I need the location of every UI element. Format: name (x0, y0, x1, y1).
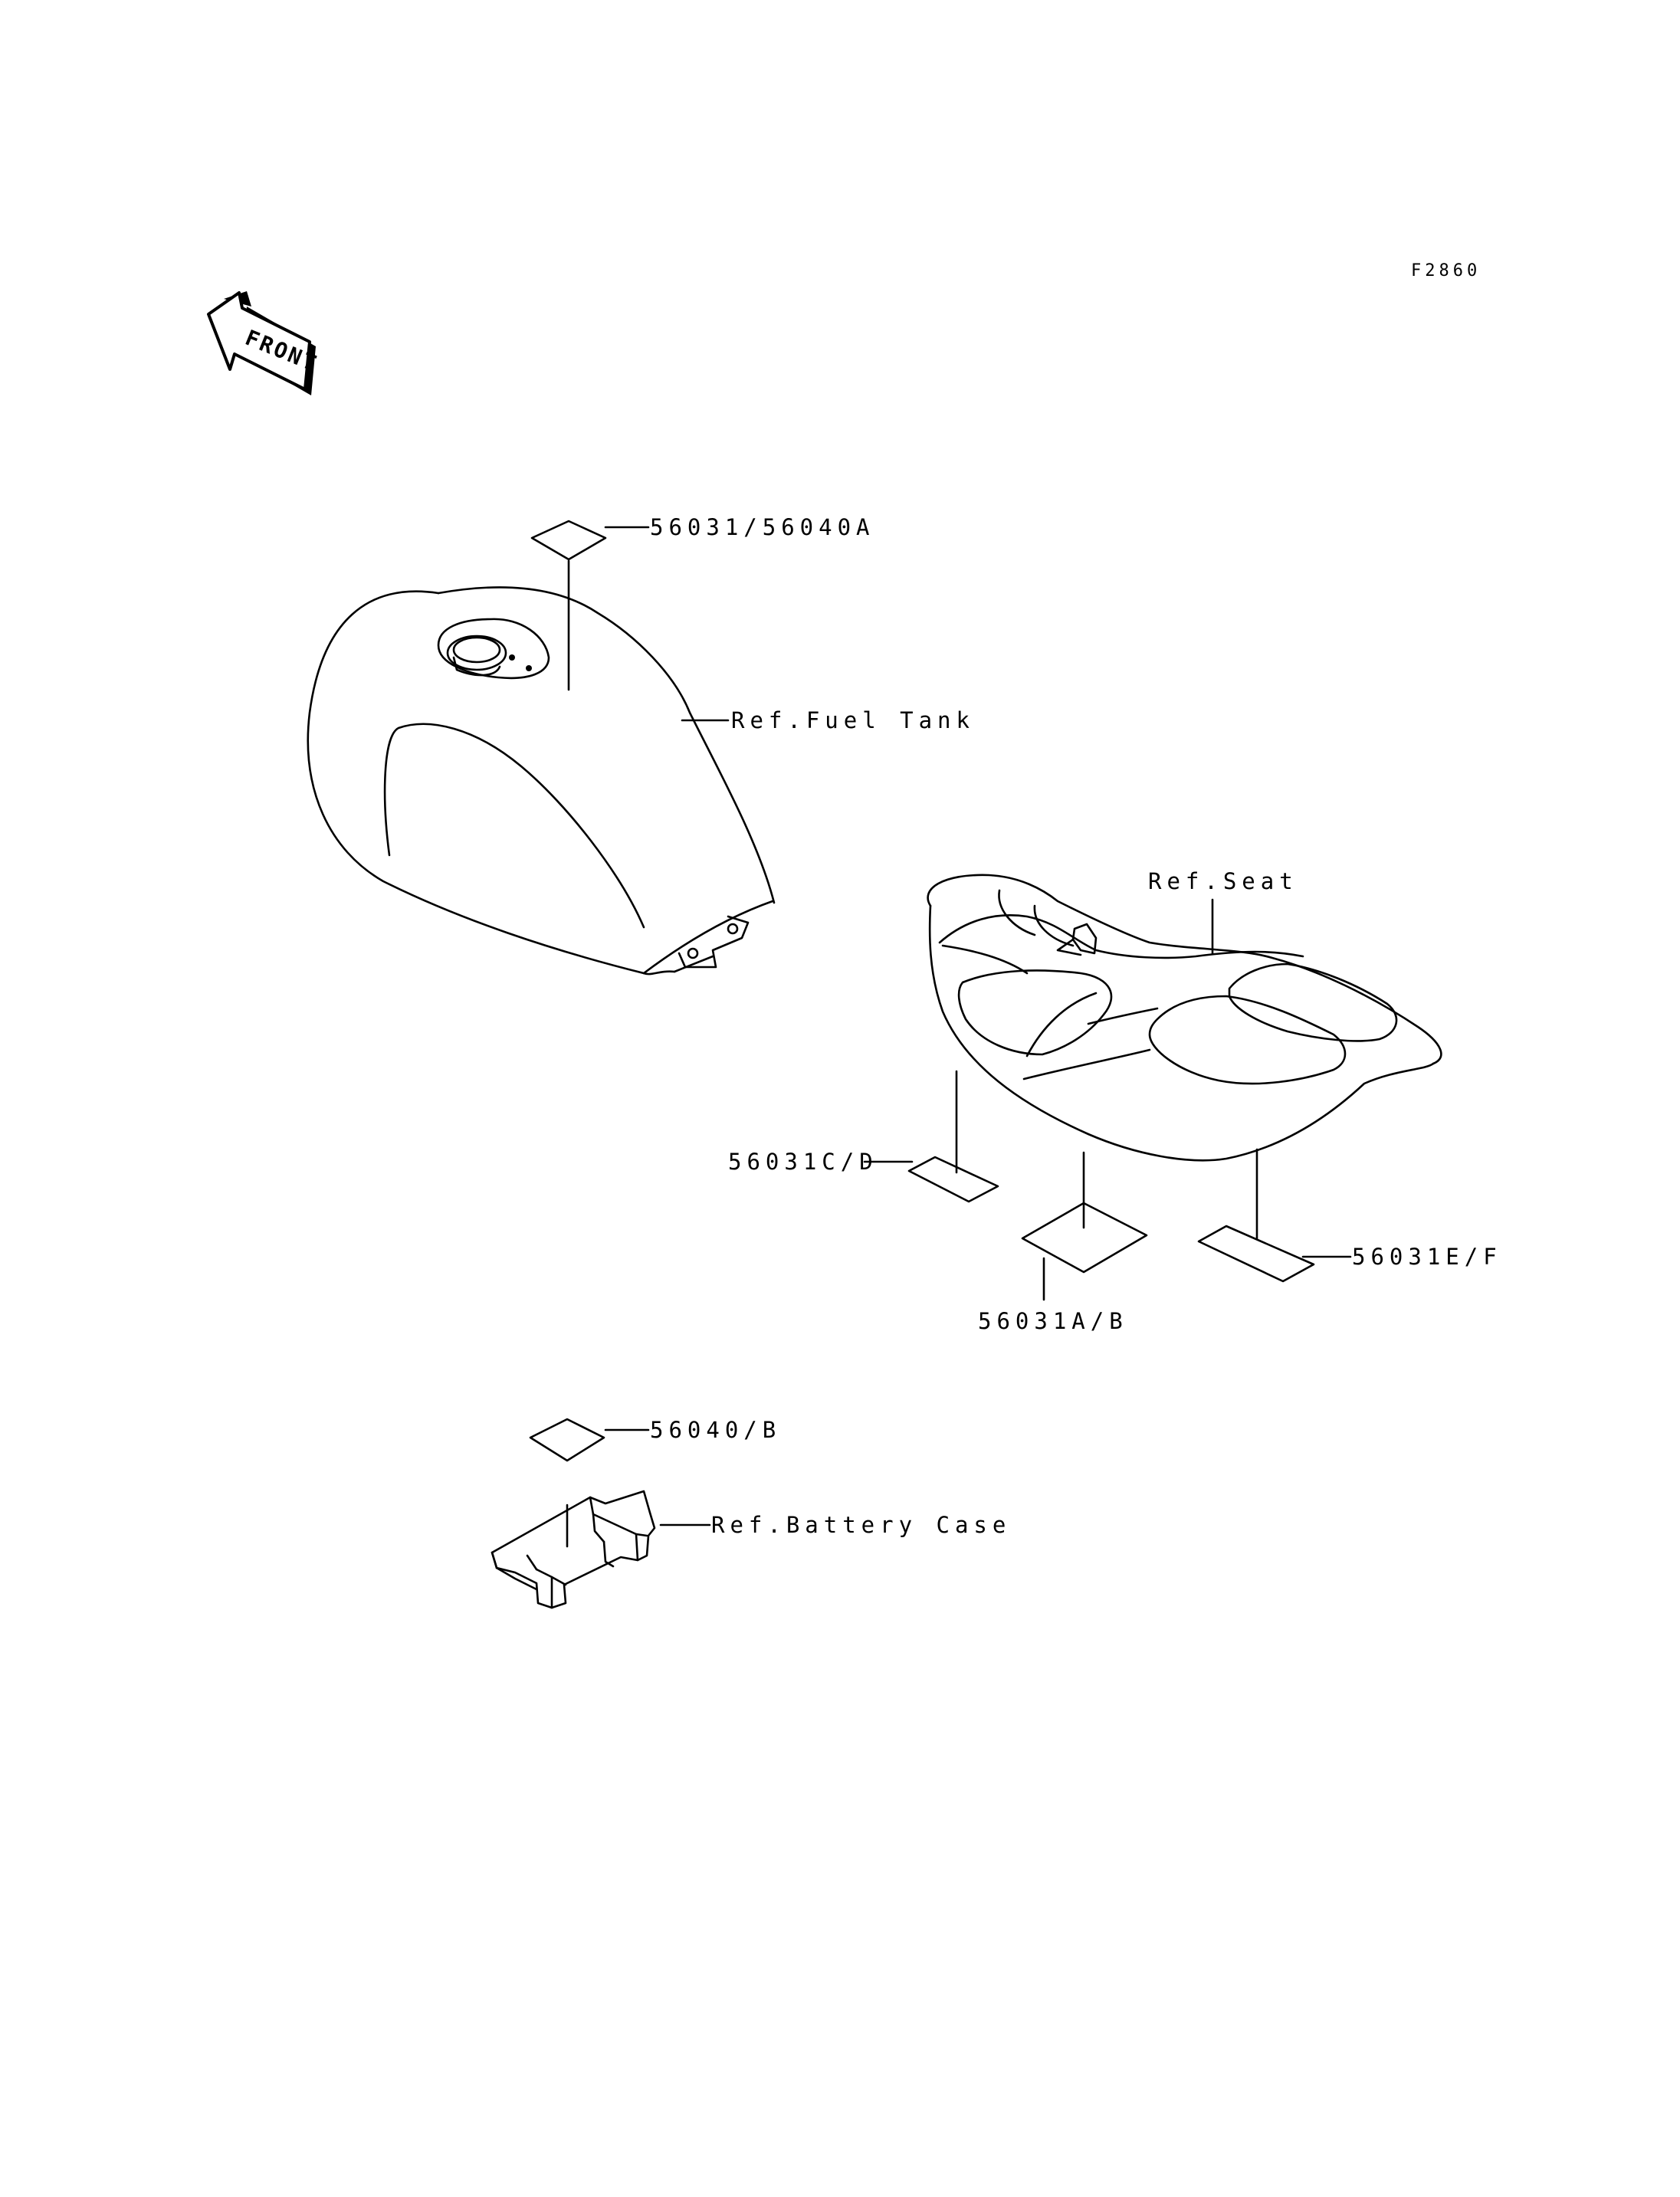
label-seat: Ref.Seat (1148, 868, 1298, 894)
label-seat-decal-ab: 56031A/B (978, 1308, 1128, 1334)
label-fuel-tank: Ref.Fuel Tank (731, 707, 975, 733)
decal-56031c-d: 56031C/D (728, 1070, 999, 1203)
seat (927, 874, 1442, 1162)
decal-56031-56040a: 56031/56040A (530, 514, 875, 691)
battery-case (491, 1490, 656, 1609)
figure-code: F2860 (1411, 261, 1481, 280)
decal-56040-b: 56040/B (529, 1417, 781, 1548)
label-battery-case: Ref.Battery Case (711, 1512, 1011, 1538)
label-seat-decal-cd: 56031C/D (728, 1149, 878, 1175)
decal-56031a-b: 56031A/B (978, 1151, 1148, 1334)
label-tank-decal: 56031/56040A (650, 514, 875, 540)
label-battery-decal: 56040/B (650, 1417, 781, 1443)
label-seat-decal-ef: 56031E/F (1352, 1244, 1502, 1270)
front-direction-arrow-icon: FRONT (207, 291, 322, 395)
fuel-tank (307, 586, 776, 976)
decal-56031e-f: 56031E/F (1197, 1148, 1502, 1283)
